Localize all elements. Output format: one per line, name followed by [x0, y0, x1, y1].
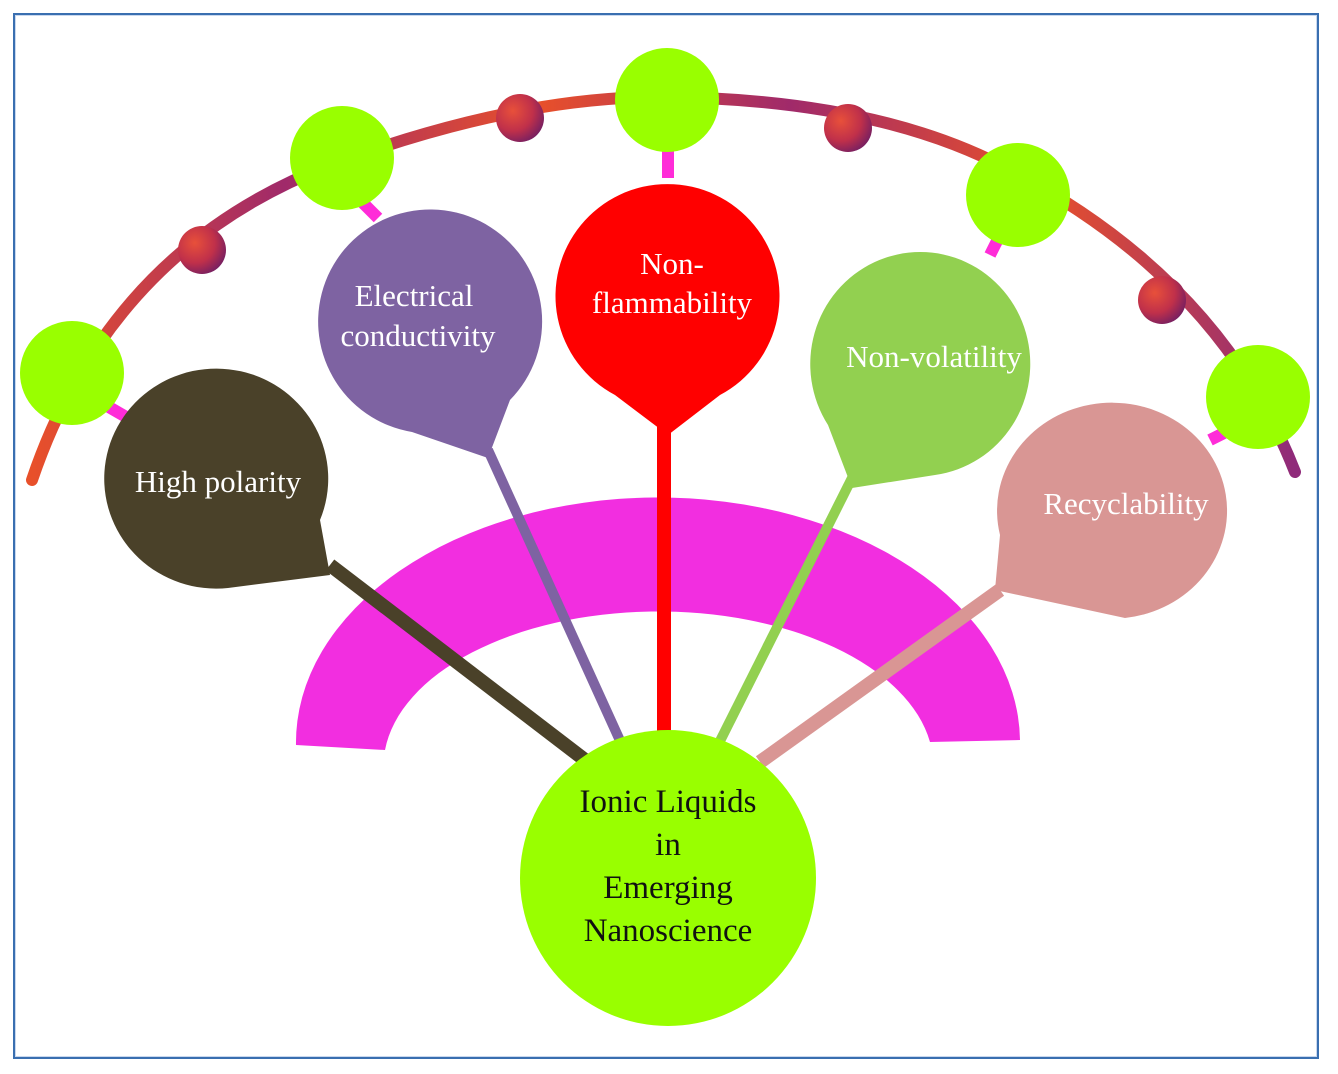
node [615, 48, 719, 152]
node [1206, 345, 1310, 449]
arc-nodes [20, 48, 1310, 449]
bubble-non-flammability [555, 184, 780, 435]
property-labels: High polarity Electrical conductivity No… [135, 246, 1209, 521]
magenta-band-arc [295, 497, 1020, 750]
label-non-volatility: Non-volatility [846, 339, 1022, 374]
property-bubbles [104, 184, 1228, 618]
bead [1138, 276, 1186, 324]
node [20, 321, 124, 425]
center-label-line1: Ionic Liquids [580, 784, 757, 820]
center-label-line4: Nanoscience [584, 913, 753, 949]
stem-electrical-conductivity [483, 447, 627, 748]
label-electrical-conductivity-line1: Electrical [355, 278, 474, 313]
bubble-recyclability [995, 402, 1228, 618]
label-non-flammability-line1: Non- [640, 246, 704, 281]
label-recyclability: Recyclability [1043, 486, 1209, 521]
stem-non-volatility [713, 475, 857, 748]
stem-recyclability [755, 584, 1005, 768]
stem-high-polarity [325, 559, 590, 766]
node [966, 143, 1070, 247]
stems [325, 420, 1005, 768]
label-electrical-conductivity-line2: conductivity [341, 318, 496, 353]
bubble-non-volatility [810, 252, 1031, 488]
node [290, 106, 394, 210]
center-circle [520, 730, 816, 1026]
center-label-line2: in [655, 827, 681, 863]
bubble-high-polarity [104, 368, 331, 589]
arc-beads [178, 94, 1186, 324]
label-non-flammability-line2: flammability [592, 285, 753, 320]
bubble-electrical-conductivity [318, 209, 543, 458]
center-label-line3: Emerging [603, 870, 733, 906]
bead [178, 226, 226, 274]
center-label: Ionic Liquids in Emerging Nanoscience [580, 784, 757, 949]
bead [496, 94, 544, 142]
bead [824, 104, 872, 152]
label-high-polarity: High polarity [135, 464, 302, 499]
